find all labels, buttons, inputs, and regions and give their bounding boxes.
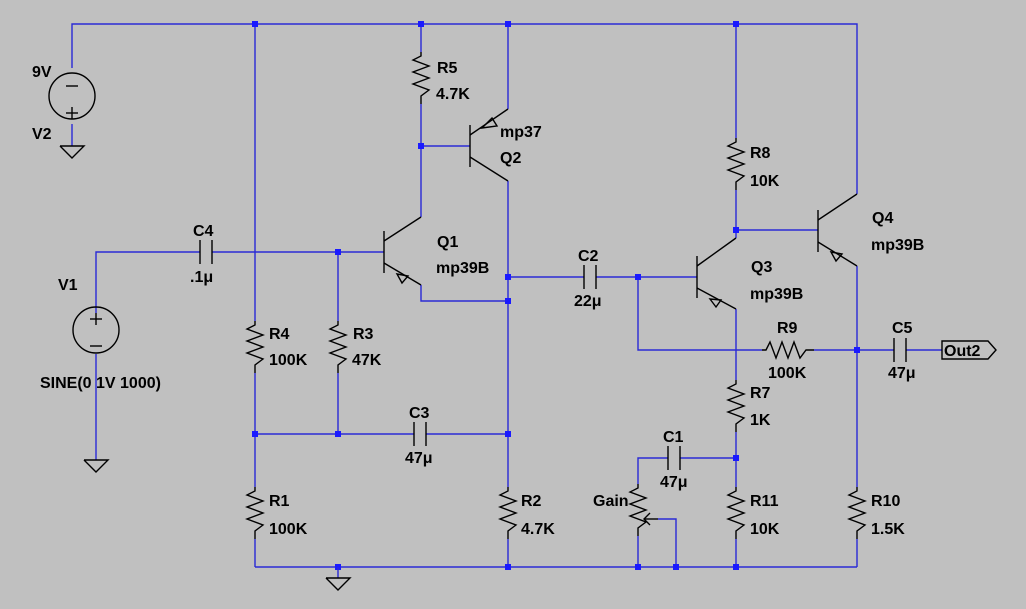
r11-value: 10K — [750, 521, 780, 538]
resistor-r4[interactable] — [245, 321, 265, 373]
junction — [505, 21, 511, 27]
q3-name: Q3 — [751, 259, 772, 276]
junction — [733, 21, 739, 27]
ground-icon — [83, 459, 110, 473]
output-port[interactable]: Out2 — [941, 340, 997, 360]
potentiometer-gain[interactable] — [628, 484, 658, 536]
r1-name: R1 — [269, 493, 290, 510]
transistor-q2[interactable] — [469, 108, 509, 182]
wire-q1-emitter — [420, 285, 508, 302]
junction — [733, 564, 739, 570]
r7-name: R7 — [750, 385, 771, 402]
capacitor-c2[interactable] — [583, 265, 597, 289]
resistor-r7[interactable] — [726, 380, 746, 432]
r2-value: 4.7K — [521, 521, 555, 538]
r11-name: R11 — [750, 493, 779, 510]
r8-value: 10K — [750, 173, 780, 190]
junction — [252, 431, 258, 437]
q1-value: mp39B — [436, 260, 489, 277]
wire-input — [95, 251, 384, 313]
wire-r5 — [420, 24, 470, 217]
r10-value: 1.5K — [871, 521, 905, 538]
c5-name: C5 — [892, 320, 913, 337]
r4-value: 100K — [269, 352, 308, 369]
junction — [733, 227, 739, 233]
voltage-source-v2[interactable] — [48, 72, 96, 120]
r9-value: 100K — [768, 365, 807, 382]
v2-name: V2 — [32, 126, 52, 143]
r7-value: 1K — [750, 412, 771, 429]
transistor-q3[interactable] — [696, 237, 737, 310]
c2-value: 22μ — [574, 293, 602, 310]
junction — [505, 274, 511, 280]
capacitor-c4[interactable] — [199, 240, 213, 264]
capacitor-c5[interactable] — [893, 338, 907, 362]
transistor-q1[interactable] — [383, 216, 422, 286]
v1-name: V1 — [58, 277, 78, 294]
capacitor-c1[interactable] — [667, 446, 681, 470]
q3-value: mp39B — [750, 286, 803, 303]
v2-value: 9V — [32, 64, 52, 81]
r9-name: R9 — [777, 320, 798, 337]
wire-r8 — [735, 24, 818, 238]
resistor-r1[interactable] — [245, 487, 265, 539]
wire-gain — [637, 518, 677, 567]
r3-value: 47K — [352, 352, 382, 369]
junction — [505, 431, 511, 437]
wire-c1 — [637, 457, 736, 484]
q2-value: mp37 — [500, 124, 542, 141]
c1-value: 47μ — [660, 474, 688, 491]
junction — [335, 249, 341, 255]
resistor-r8[interactable] — [726, 138, 746, 190]
capacitor-c3[interactable] — [413, 422, 427, 446]
v1-value: SINE(0 1V 1000) — [40, 375, 161, 392]
junction — [635, 564, 641, 570]
junction — [673, 564, 679, 570]
ground-icon — [325, 567, 352, 591]
wires — [71, 23, 942, 568]
resistor-r3[interactable] — [328, 321, 348, 373]
transistor-q4[interactable] — [817, 193, 858, 267]
c2-name: C2 — [578, 248, 599, 265]
junction — [854, 347, 860, 353]
voltage-source-v1[interactable] — [72, 306, 120, 354]
c4-value: .1μ — [190, 269, 213, 286]
junction — [418, 21, 424, 27]
q4-name: Q4 — [872, 210, 893, 227]
r5-value: 4.7K — [436, 86, 470, 103]
wire-vcc-rail — [71, 23, 858, 194]
r8-name: R8 — [750, 145, 771, 162]
ground-icon — [59, 145, 86, 159]
q2-name: Q2 — [500, 150, 521, 167]
output-port-label: Out2 — [944, 343, 981, 360]
c3-value: 47μ — [405, 450, 433, 467]
c1-name: C1 — [663, 429, 684, 446]
junction — [335, 431, 341, 437]
junction — [252, 21, 258, 27]
resistor-r9[interactable] — [762, 340, 814, 360]
r1-value: 100K — [269, 521, 308, 538]
r2-name: R2 — [521, 493, 542, 510]
q4-value: mp39B — [871, 237, 924, 254]
resistor-r11[interactable] — [726, 487, 746, 539]
c5-value: 47μ — [888, 365, 916, 382]
junction — [505, 298, 511, 304]
c3-name: C3 — [409, 405, 430, 422]
junction — [505, 564, 511, 570]
r4-name: R4 — [269, 326, 290, 343]
resistor-r2[interactable] — [498, 487, 518, 539]
gain-label: Gain — [593, 493, 629, 510]
junction — [418, 143, 424, 149]
r10-name: R10 — [871, 493, 900, 510]
labels: 9V V2 V1 SINE(0 1V 1000) C4 .1μ R5 4.7K … — [32, 60, 924, 538]
resistor-r10[interactable] — [847, 487, 867, 539]
junction — [635, 274, 641, 280]
r3-name: R3 — [353, 326, 374, 343]
q1-name: Q1 — [437, 234, 458, 251]
c4-name: C4 — [193, 223, 214, 240]
r5-name: R5 — [437, 60, 458, 77]
resistor-r5[interactable] — [411, 52, 431, 104]
junction — [733, 455, 739, 461]
